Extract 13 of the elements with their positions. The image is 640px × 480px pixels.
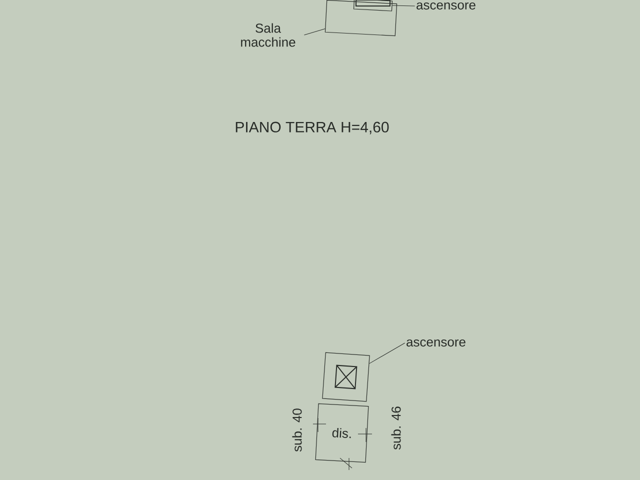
leader-line — [369, 342, 406, 364]
callout-text: ascensore — [416, 2, 476, 10]
unit-label: sub. 46 — [391, 406, 401, 450]
callout-text: Sala macchine — [241, 23, 296, 47]
room-outline — [322, 352, 370, 402]
room-outline — [324, 0, 398, 36]
floor-title: PIANO TERRA H=4,60 — [236, 122, 389, 134]
unit-label: sub. 40 — [292, 408, 302, 452]
callout-text: ascensore — [406, 339, 466, 347]
leader-line — [392, 5, 416, 6]
room: dis. — [315, 403, 369, 463]
leader-line — [304, 28, 326, 36]
room-outline — [353, 0, 393, 12]
